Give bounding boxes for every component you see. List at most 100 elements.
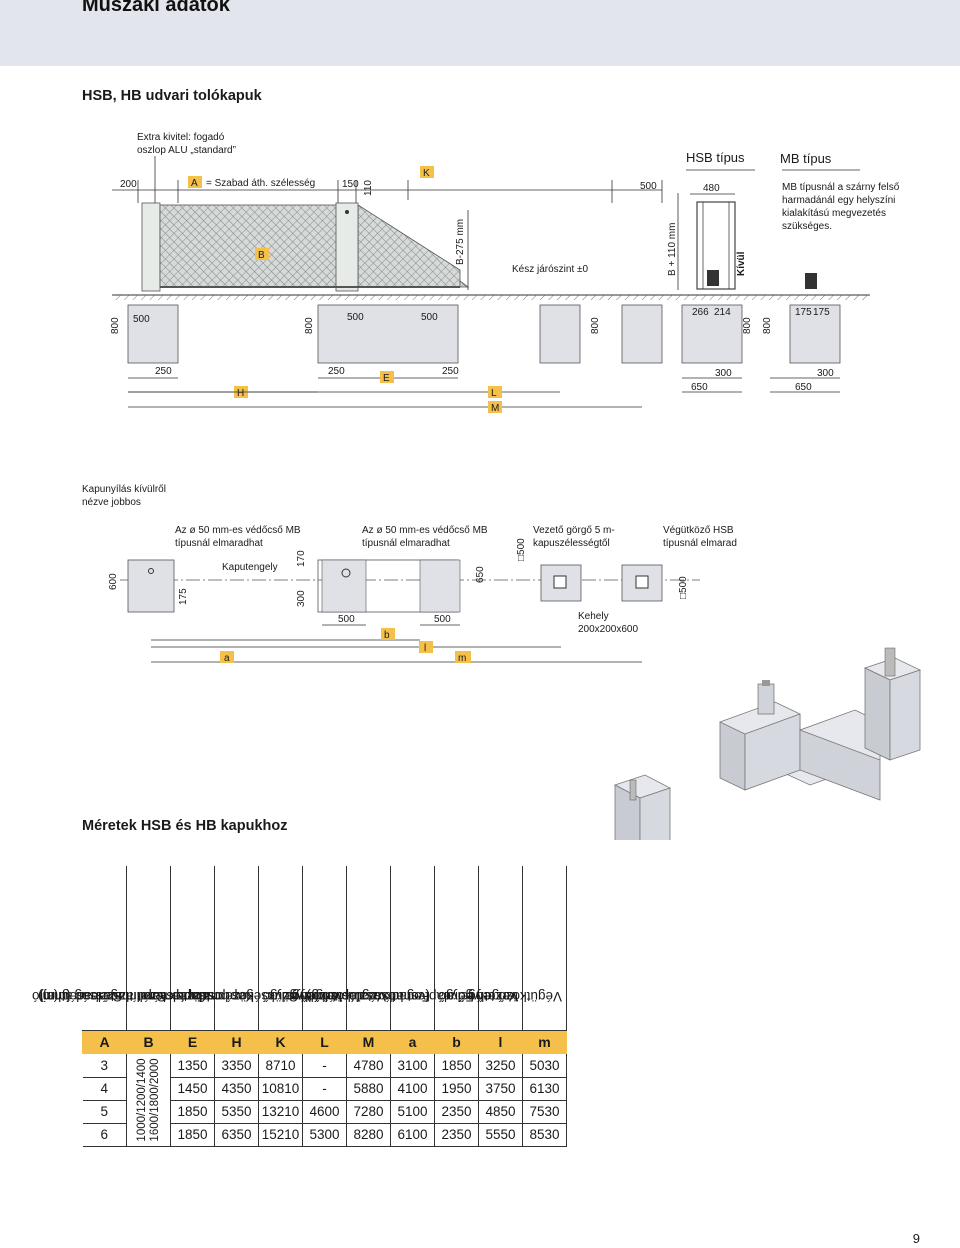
col-header-b: Fő alaptest hossz: [368, 866, 479, 1031]
dim-800-e: 800: [762, 317, 773, 334]
dim-250-a: 250: [155, 366, 172, 377]
letter-cell: E: [170, 1030, 215, 1054]
table-cell: 5: [82, 1100, 127, 1124]
stop-line1: Végütköző HSB: [663, 525, 734, 536]
dim-800-b: 800: [304, 317, 315, 334]
label-a: a: [224, 653, 230, 664]
dim-300-a: 300: [715, 368, 732, 379]
protect2-line1: Az ø 50 mm-es védőcső MB: [362, 525, 488, 536]
dim-800-d: 800: [742, 317, 753, 334]
col-header-a: Fogadó oszlop tengelye(vonatkoztatási él…: [287, 866, 435, 1031]
table-cell: 4850: [478, 1100, 523, 1124]
dim-500-a: 500: [338, 614, 355, 625]
table-cell: 6: [82, 1123, 127, 1147]
b-plus-label: B + 110 mm: [667, 223, 678, 276]
socket-line2: 200x200x600: [578, 624, 638, 635]
table-cell: 4780: [346, 1054, 391, 1078]
kivul-label: Kívül: [736, 251, 747, 276]
socket-line1: Kehely: [578, 611, 609, 622]
table-cell: 6130: [522, 1077, 567, 1101]
dim-500-b: 500: [434, 614, 451, 625]
dim-650: 650: [475, 566, 486, 583]
table-cell: 1850: [170, 1100, 215, 1124]
dim-480: 480: [703, 183, 720, 194]
b-minus-label: B-275 mm: [455, 219, 466, 265]
letter-cell: B: [126, 1030, 171, 1054]
table-cell: 10810: [258, 1077, 303, 1101]
table-cell: 5550: [478, 1123, 523, 1147]
table-cell: 2350: [434, 1123, 479, 1147]
table-cell: 4: [82, 1077, 127, 1101]
letter-cell: m: [522, 1030, 567, 1054]
table-cell: 1850: [434, 1054, 479, 1078]
letter-cell: H: [214, 1030, 259, 1054]
dim-500-c: 500: [421, 312, 438, 323]
table-cell: -: [302, 1077, 347, 1101]
table-cell: 3750: [478, 1077, 523, 1101]
dim-175-b: 175: [813, 307, 830, 318]
table-cell: 2350: [434, 1100, 479, 1124]
view-note-1: Kapunyílás kívülről: [82, 484, 166, 495]
mb-type-label: MB típus: [780, 151, 832, 166]
table-cell: 3350: [214, 1054, 259, 1078]
dim-150: 150: [342, 179, 359, 190]
letter-cell: M: [346, 1030, 391, 1054]
table-cell: 1950: [434, 1077, 479, 1101]
ground-label: Kész járószint ±0: [512, 264, 589, 275]
table-cell: 5030: [522, 1054, 567, 1078]
table-cell: 7280: [346, 1100, 391, 1124]
letter-cell: A: [82, 1030, 127, 1054]
label-K: K: [423, 168, 430, 179]
dim-500-top: 500: [640, 181, 657, 192]
page-title: Műszaki adatok: [82, 0, 230, 16]
letter-cell: L: [302, 1030, 347, 1054]
table-cell: 3: [82, 1054, 127, 1078]
table-cell: -: [302, 1054, 347, 1078]
table-title: Méretek HSB és HB kapukhoz: [82, 818, 288, 834]
label-M: M: [491, 403, 499, 414]
table-cell: 15210: [258, 1123, 303, 1147]
stop-line2: típusnál elmarad: [663, 538, 737, 549]
letter-cell: K: [258, 1030, 303, 1054]
dim-sq500-a: □500: [516, 538, 527, 561]
label-E: E: [383, 373, 390, 384]
header-band: [0, 0, 960, 66]
table-cell: 3100: [390, 1054, 435, 1078]
hsb-type-label: HSB típus: [686, 150, 745, 165]
table-row: 6 1850 6350 15210 5300 8280 6100 2350 55…: [82, 1123, 567, 1147]
table-row: 5 1850 5350 13210 4600 7280 5100 2350 48…: [82, 1100, 567, 1124]
dim-266: 266: [692, 307, 709, 318]
table-cell: 5350: [214, 1100, 259, 1124]
col-header-M: Végütköző tengelye: [267, 866, 391, 1031]
dim-500-a: 500: [133, 314, 150, 325]
protect1-line1: Az ø 50 mm-es védőcső MB: [175, 525, 301, 536]
letter-cell: l: [478, 1030, 523, 1054]
plan-view-diagram: Kapunyílás kívülről nézve jobbos Az ø 50…: [0, 475, 960, 670]
table-cell: 13210: [258, 1100, 303, 1124]
letter-cell: b: [434, 1030, 479, 1054]
table-cell: 4350: [214, 1077, 259, 1101]
table-cell: 5300: [302, 1123, 347, 1147]
dim-214: 214: [714, 307, 731, 318]
dim-sq500-b: □500: [678, 576, 689, 599]
protect2-line2: típusnál elmaradhat: [362, 538, 450, 549]
table-cell: 6350: [214, 1123, 259, 1147]
label-L: L: [491, 388, 497, 399]
dim-500-b: 500: [347, 312, 364, 323]
dim-650-a: 650: [691, 382, 708, 393]
mb-note-2: harmadánál egy helyszíni: [782, 195, 895, 206]
label-B: B: [258, 250, 265, 261]
mb-note-1: MB típusnál a szárny felső: [782, 182, 900, 193]
view-note-2: nézve jobbos: [82, 497, 141, 508]
dim-300: 300: [296, 590, 307, 607]
table-cell: 8280: [346, 1123, 391, 1147]
dim-800-a: 800: [110, 317, 121, 334]
label-m: m: [458, 653, 466, 664]
label-H: H: [237, 388, 244, 399]
table-cell: 7530: [522, 1100, 567, 1124]
